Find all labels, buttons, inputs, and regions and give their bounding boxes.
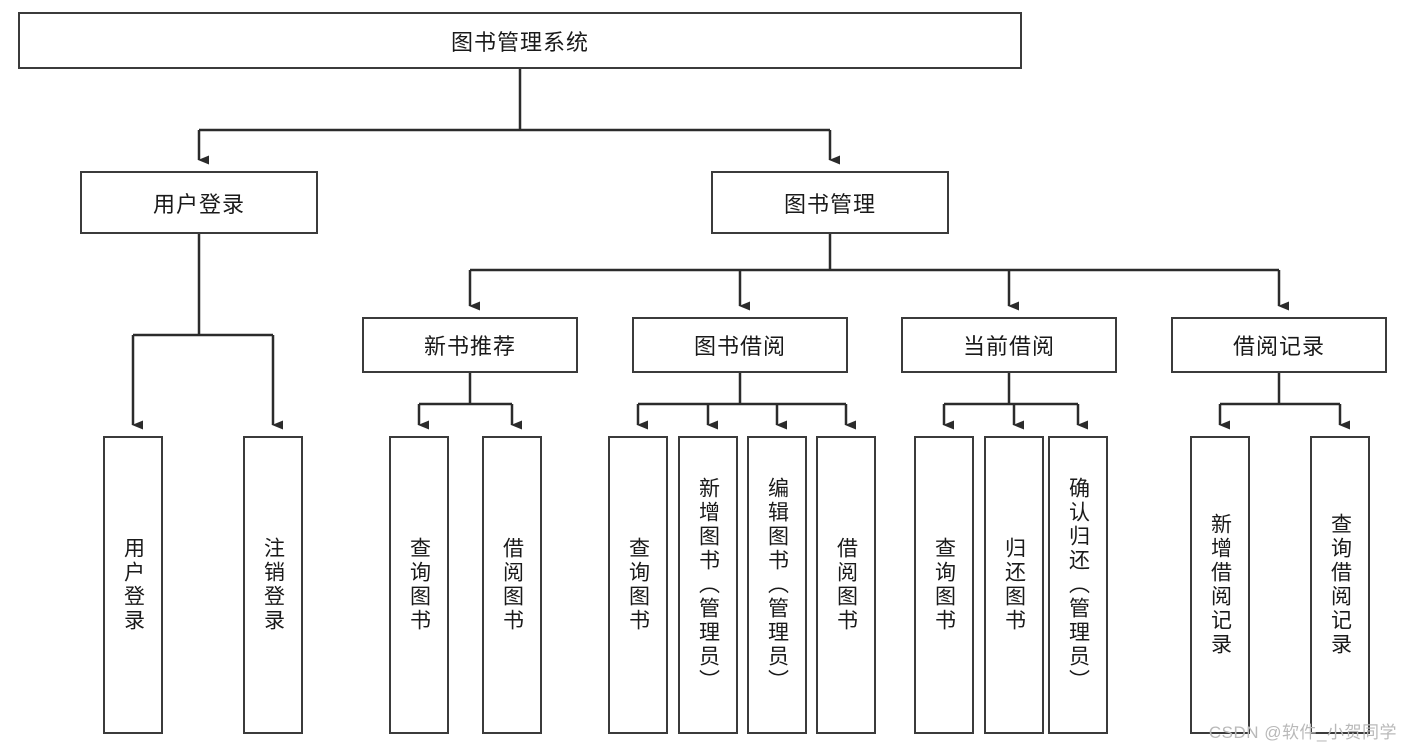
csdn-watermark: CSDN @软件_小贺同学: [1208, 723, 1397, 742]
leaf-add-book[interactable]: 新增图书（管理员）: [678, 436, 738, 734]
node-book-manage[interactable]: 图书管理: [711, 171, 949, 234]
leaf-add-record-label: 新增借阅记录: [1208, 513, 1232, 657]
node-book-manage-label: 图书管理: [783, 191, 876, 217]
leaf-confirm-return-label: 确认归还（管理员）: [1066, 477, 1090, 693]
node-root-label: 图书管理系统: [450, 29, 589, 55]
leaf-query-book-rec-label: 查询图书: [407, 537, 431, 633]
node-user-login[interactable]: 用户登录: [80, 171, 318, 234]
leaf-borrow-book-label: 借阅图书: [834, 537, 858, 633]
leaf-query-record[interactable]: 查询借阅记录: [1310, 436, 1370, 734]
leaf-user-logout[interactable]: 注销登录: [243, 436, 303, 734]
node-new-book-recommend[interactable]: 新书推荐: [362, 317, 578, 373]
node-book-borrow-label: 图书借阅: [693, 334, 786, 359]
leaf-borrow-book-rec[interactable]: 借阅图书: [482, 436, 542, 734]
leaf-add-record[interactable]: 新增借阅记录: [1190, 436, 1250, 734]
leaf-add-book-label: 新增图书（管理员）: [696, 477, 720, 693]
node-root[interactable]: 图书管理系统: [18, 12, 1022, 69]
node-borrow-record-label: 借阅记录: [1232, 334, 1325, 359]
node-book-borrow[interactable]: 图书借阅: [632, 317, 848, 373]
leaf-user-login-label: 用户登录: [121, 537, 145, 633]
leaf-query-book-cur[interactable]: 查询图书: [914, 436, 974, 734]
leaf-query-book-borrow-label: 查询图书: [626, 537, 650, 633]
node-new-book-recommend-label: 新书推荐: [423, 334, 516, 359]
leaf-return-book[interactable]: 归还图书: [984, 436, 1044, 734]
leaf-edit-book[interactable]: 编辑图书（管理员）: [747, 436, 807, 734]
leaf-query-book-cur-label: 查询图书: [932, 537, 956, 633]
node-borrow-record[interactable]: 借阅记录: [1171, 317, 1387, 373]
leaf-query-book-borrow[interactable]: 查询图书: [608, 436, 668, 734]
node-user-login-label: 用户登录: [152, 191, 245, 217]
leaf-edit-book-label: 编辑图书（管理员）: [765, 477, 789, 693]
leaf-borrow-book[interactable]: 借阅图书: [816, 436, 876, 734]
leaf-query-record-label: 查询借阅记录: [1328, 513, 1352, 657]
leaf-borrow-book-rec-label: 借阅图书: [500, 537, 524, 633]
leaf-query-book-rec[interactable]: 查询图书: [389, 436, 449, 734]
node-current-borrow-label: 当前借阅: [962, 334, 1055, 359]
leaf-user-login[interactable]: 用户登录: [103, 436, 163, 734]
leaf-return-book-label: 归还图书: [1002, 537, 1026, 633]
leaf-confirm-return[interactable]: 确认归还（管理员）: [1048, 436, 1108, 734]
leaf-user-logout-label: 注销登录: [261, 537, 285, 633]
node-current-borrow[interactable]: 当前借阅: [901, 317, 1117, 373]
